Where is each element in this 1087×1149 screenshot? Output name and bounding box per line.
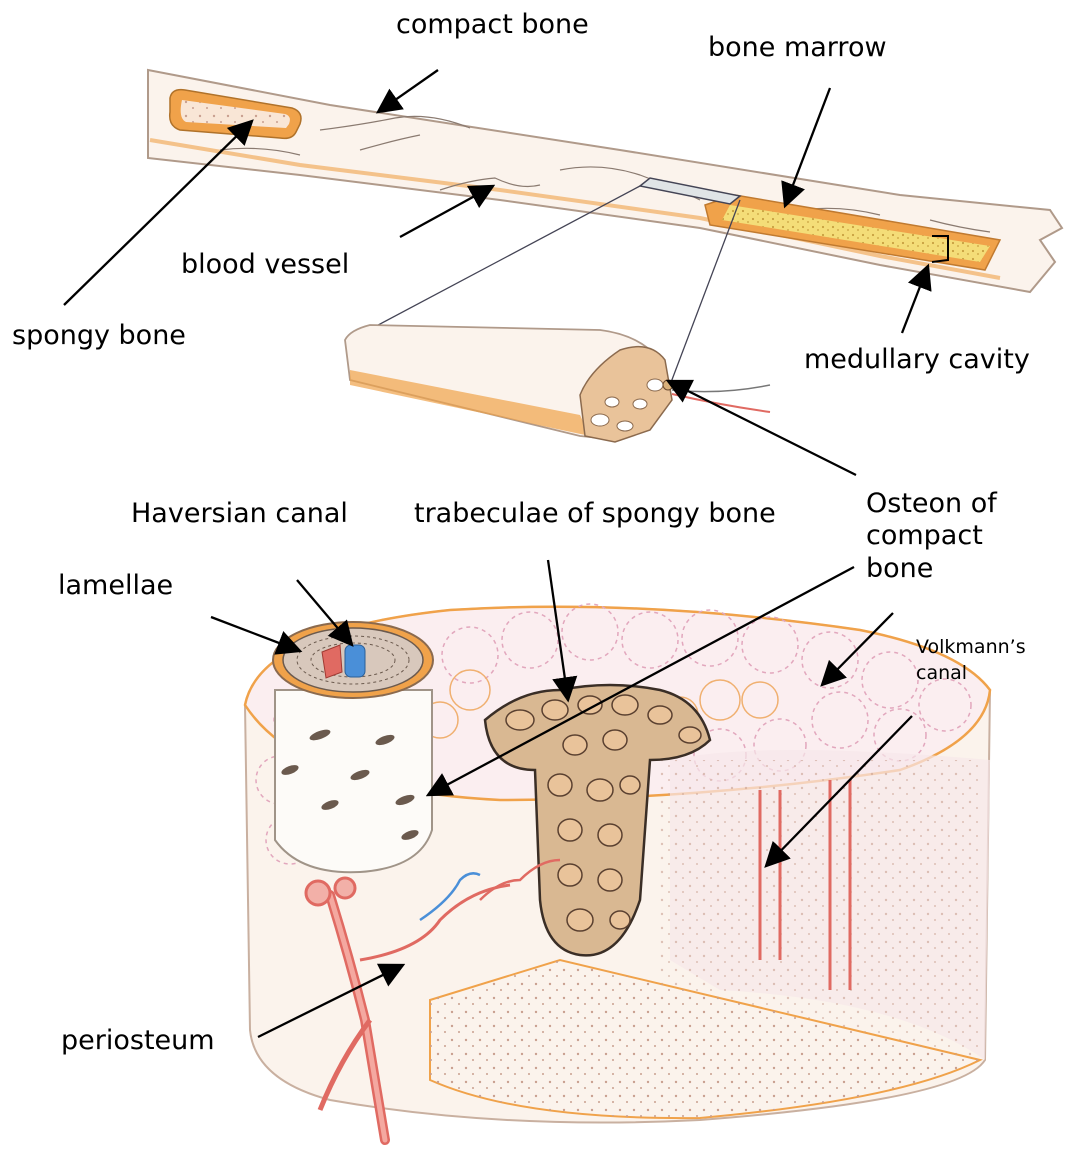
arrow-compact-bone bbox=[378, 70, 438, 112]
label-volkmann: Volkmann’s canal bbox=[916, 635, 1026, 686]
label-lamellae: lamellae bbox=[58, 570, 173, 602]
label-osteon-line1: Osteon of bbox=[866, 488, 997, 520]
label-volkmann-line2: canal bbox=[916, 661, 1026, 687]
arrow-lamellae bbox=[211, 617, 300, 651]
label-medullary-cavity: medullary cavity bbox=[804, 344, 1030, 376]
label-osteon-line3: bone bbox=[866, 553, 997, 585]
label-periosteum: periosteum bbox=[61, 1025, 215, 1057]
label-trabeculae: trabeculae of spongy bone bbox=[414, 498, 776, 530]
label-compact-bone: compact bone bbox=[396, 9, 589, 41]
label-osteon: Osteon of compact bone bbox=[866, 488, 997, 585]
label-bone-marrow: bone marrow bbox=[708, 32, 887, 64]
arrow-medullary-cavity bbox=[902, 266, 928, 333]
arrow-osteon-top bbox=[668, 381, 856, 475]
label-spongy-bone: spongy bone bbox=[12, 320, 186, 352]
osteon-cylinder bbox=[273, 622, 433, 872]
label-osteon-line2: compact bbox=[866, 520, 997, 552]
bone-segment-zoom bbox=[345, 325, 770, 442]
label-blood-vessel: blood vessel bbox=[181, 249, 349, 281]
label-volkmann-line1: Volkmann’s bbox=[916, 635, 1026, 661]
bone-3d-section bbox=[245, 604, 990, 1140]
label-haversian-canal: Haversian canal bbox=[131, 498, 348, 530]
